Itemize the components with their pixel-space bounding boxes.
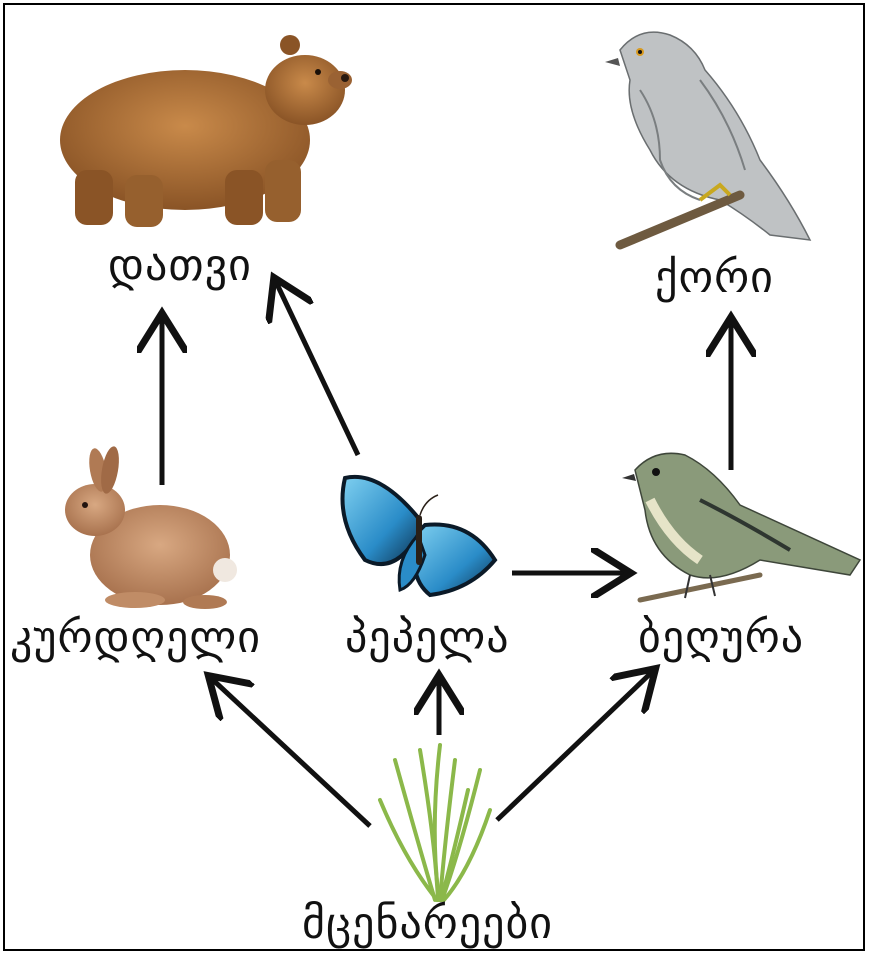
- rabbit-icon: [65, 445, 237, 609]
- edge-butterfly-to-bear: [276, 282, 358, 455]
- label-butterfly: პეპელა: [345, 612, 510, 663]
- label-plants: მცენარეები: [302, 898, 553, 949]
- bear-icon: [60, 35, 352, 227]
- grass-icon: [380, 745, 490, 900]
- label-rabbit: კურდღელი: [10, 612, 261, 663]
- label-bird: ბეღურა: [638, 612, 804, 663]
- label-bear: დათვი: [108, 240, 252, 291]
- label-hawk: ქორი: [655, 252, 774, 303]
- sparrow-icon: [622, 453, 860, 600]
- hawk-icon: [605, 32, 810, 245]
- edge-plants-to-rabbit: [212, 679, 370, 826]
- edge-plants-to-bird: [497, 672, 652, 820]
- butterfly-icon: [343, 477, 496, 595]
